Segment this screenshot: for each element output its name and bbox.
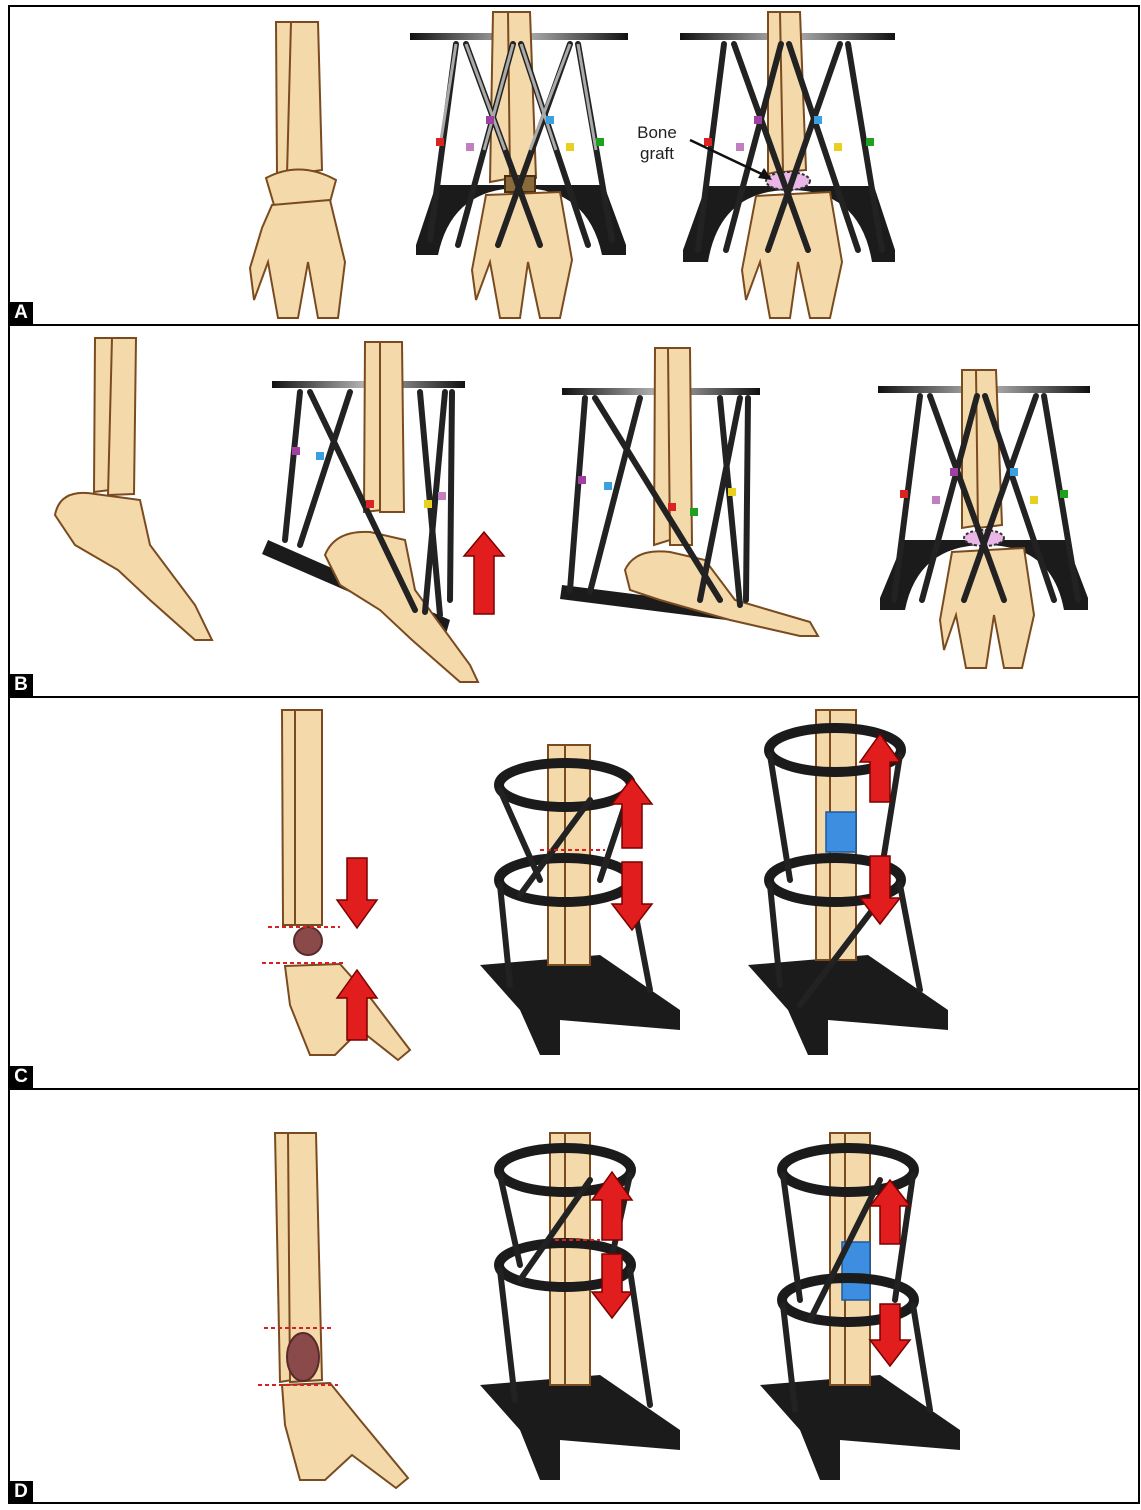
tibial-lesion — [287, 1333, 319, 1381]
panel-c-ring-frame-regenerate — [748, 710, 948, 1055]
panel-b — [55, 338, 1090, 682]
talar-lesion — [294, 927, 322, 955]
regenerate-bone — [826, 812, 856, 852]
panel-label-c: C — [9, 1066, 33, 1088]
panel-b-frame-mid — [560, 348, 818, 636]
panel-a-frame-graft — [680, 12, 895, 318]
panel-label-a: A — [9, 302, 33, 324]
panel-d-ring-frame-regenerate — [760, 1133, 960, 1480]
arrow-up-icon — [612, 778, 652, 848]
panel-c-ring-frame — [480, 745, 680, 1055]
panel-a-frame-correction — [410, 12, 628, 318]
arrow-down-icon — [337, 858, 377, 928]
panel-label-d: D — [9, 1481, 33, 1503]
panel-label-b: B — [9, 674, 33, 696]
panel-d-foot-lesion — [258, 1133, 408, 1488]
bone-graft-pointer-arrow — [690, 140, 770, 178]
panel-c-foot-lesion — [262, 710, 410, 1060]
panel-b-frame-tilted — [262, 342, 478, 682]
panel-a-foot-bare — [250, 22, 345, 318]
arrow-up-icon — [464, 532, 504, 614]
panel-d-ring-frame — [480, 1133, 680, 1480]
panel-b-frame-corrected — [878, 370, 1090, 668]
panel-b-foot-equinus — [55, 338, 212, 640]
bone-graft-annotation: Bone graft — [622, 122, 692, 164]
panel-a — [250, 12, 895, 318]
